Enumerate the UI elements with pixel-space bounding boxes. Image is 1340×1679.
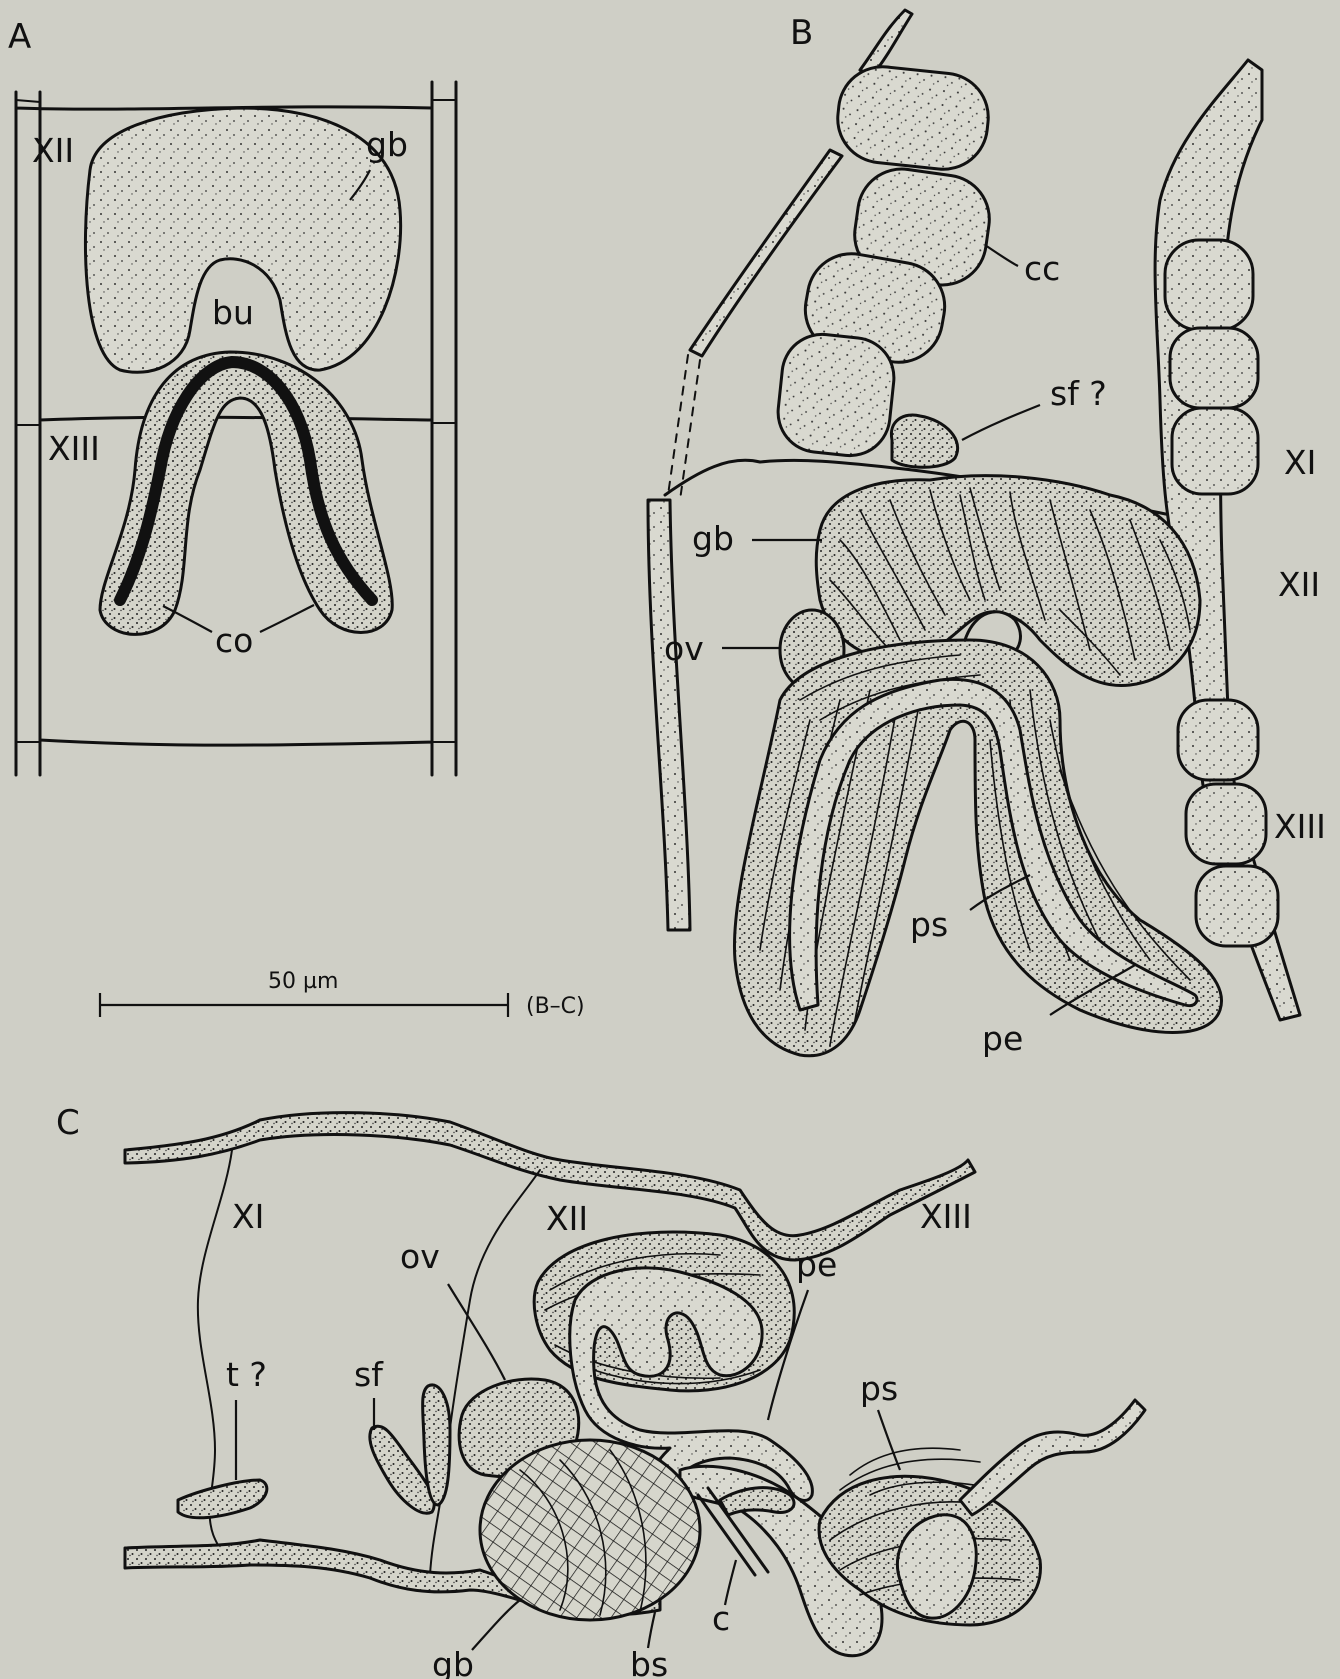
panel-c-letter: C bbox=[56, 1103, 80, 1143]
panel-b-segment-xiii: XIII bbox=[1274, 807, 1326, 846]
panel-c-gland-body bbox=[480, 1440, 700, 1620]
panel-b-dashed-wall bbox=[668, 355, 700, 500]
panel-c-leader-ps bbox=[878, 1410, 900, 1470]
panel-c-label-t: t ? bbox=[226, 1355, 267, 1394]
panel-c-label-c: c bbox=[712, 1599, 730, 1638]
panel-c-label-gb: gb bbox=[432, 1645, 474, 1679]
panel-b-label-gb: gb bbox=[692, 519, 734, 558]
scale-bar-line bbox=[100, 993, 508, 1017]
panel-a-segment-xii: XII bbox=[32, 131, 74, 170]
panel-b-cell-1 bbox=[833, 62, 992, 173]
panel-b-leader-cc bbox=[985, 245, 1018, 266]
panel-a-letter: A bbox=[8, 17, 31, 57]
panel-c-testis bbox=[178, 1480, 267, 1518]
panel-a: A XII XIII gb bu co bbox=[8, 17, 456, 775]
panel-b-segment-xi: XI bbox=[1284, 443, 1316, 482]
panel-c-label-pe: pe bbox=[796, 1245, 837, 1284]
panel-b-letter: B bbox=[790, 13, 813, 53]
panel-b-label-cc: cc bbox=[1024, 249, 1060, 288]
panel-b-label-pe: pe bbox=[982, 1019, 1023, 1058]
panel-c-duct-tail bbox=[960, 1400, 1145, 1515]
scale-bar-value: 50 µm bbox=[268, 969, 338, 994]
panel-a-label-gb: gb bbox=[366, 125, 408, 164]
scale-bar: 50 µm (B–C) bbox=[100, 969, 585, 1019]
panel-b-label-ps: ps bbox=[910, 905, 948, 944]
panel-c-segment-xii: XII bbox=[546, 1199, 588, 1238]
panel-c-segment-xiii: XIII bbox=[920, 1197, 972, 1236]
panel-c-leader-ov bbox=[448, 1284, 505, 1380]
panel-c-leader-bs bbox=[648, 1612, 655, 1648]
panel-b-label-sf: sf ? bbox=[1050, 374, 1107, 413]
panel-c-label-sf: sf bbox=[354, 1355, 384, 1394]
panel-b: B cc sf ? XI XII XIII bbox=[648, 10, 1326, 1058]
panel-a-copulatory-organ bbox=[100, 352, 392, 634]
scale-bar-scope: (B–C) bbox=[526, 994, 585, 1019]
panel-b-leader-sf bbox=[962, 405, 1040, 440]
panel-a-gland-body bbox=[85, 108, 400, 372]
panel-c-label-ov: ov bbox=[400, 1237, 440, 1276]
panel-c-leader-gb bbox=[472, 1600, 520, 1650]
panel-c-label-bs: bs bbox=[630, 1645, 668, 1679]
panel-c-segment-xi: XI bbox=[232, 1197, 264, 1236]
panel-a-label-co: co bbox=[215, 621, 253, 660]
panel-a-segment-xiii: XIII bbox=[48, 429, 100, 468]
panel-c-leader-c bbox=[725, 1560, 736, 1605]
panel-b-spermatophore bbox=[891, 415, 957, 467]
panel-c-label-ps: ps bbox=[860, 1369, 898, 1408]
panel-b-left-wall-lower bbox=[648, 500, 690, 930]
panel-b-cell-4 bbox=[774, 330, 898, 459]
panel-b-segment-xii: XII bbox=[1278, 565, 1320, 604]
panel-a-label-bu: bu bbox=[212, 293, 254, 332]
panel-b-label-ov: ov bbox=[664, 629, 704, 668]
panel-c: C XI XII XIII t ? sf ov pe bbox=[56, 1103, 1145, 1679]
